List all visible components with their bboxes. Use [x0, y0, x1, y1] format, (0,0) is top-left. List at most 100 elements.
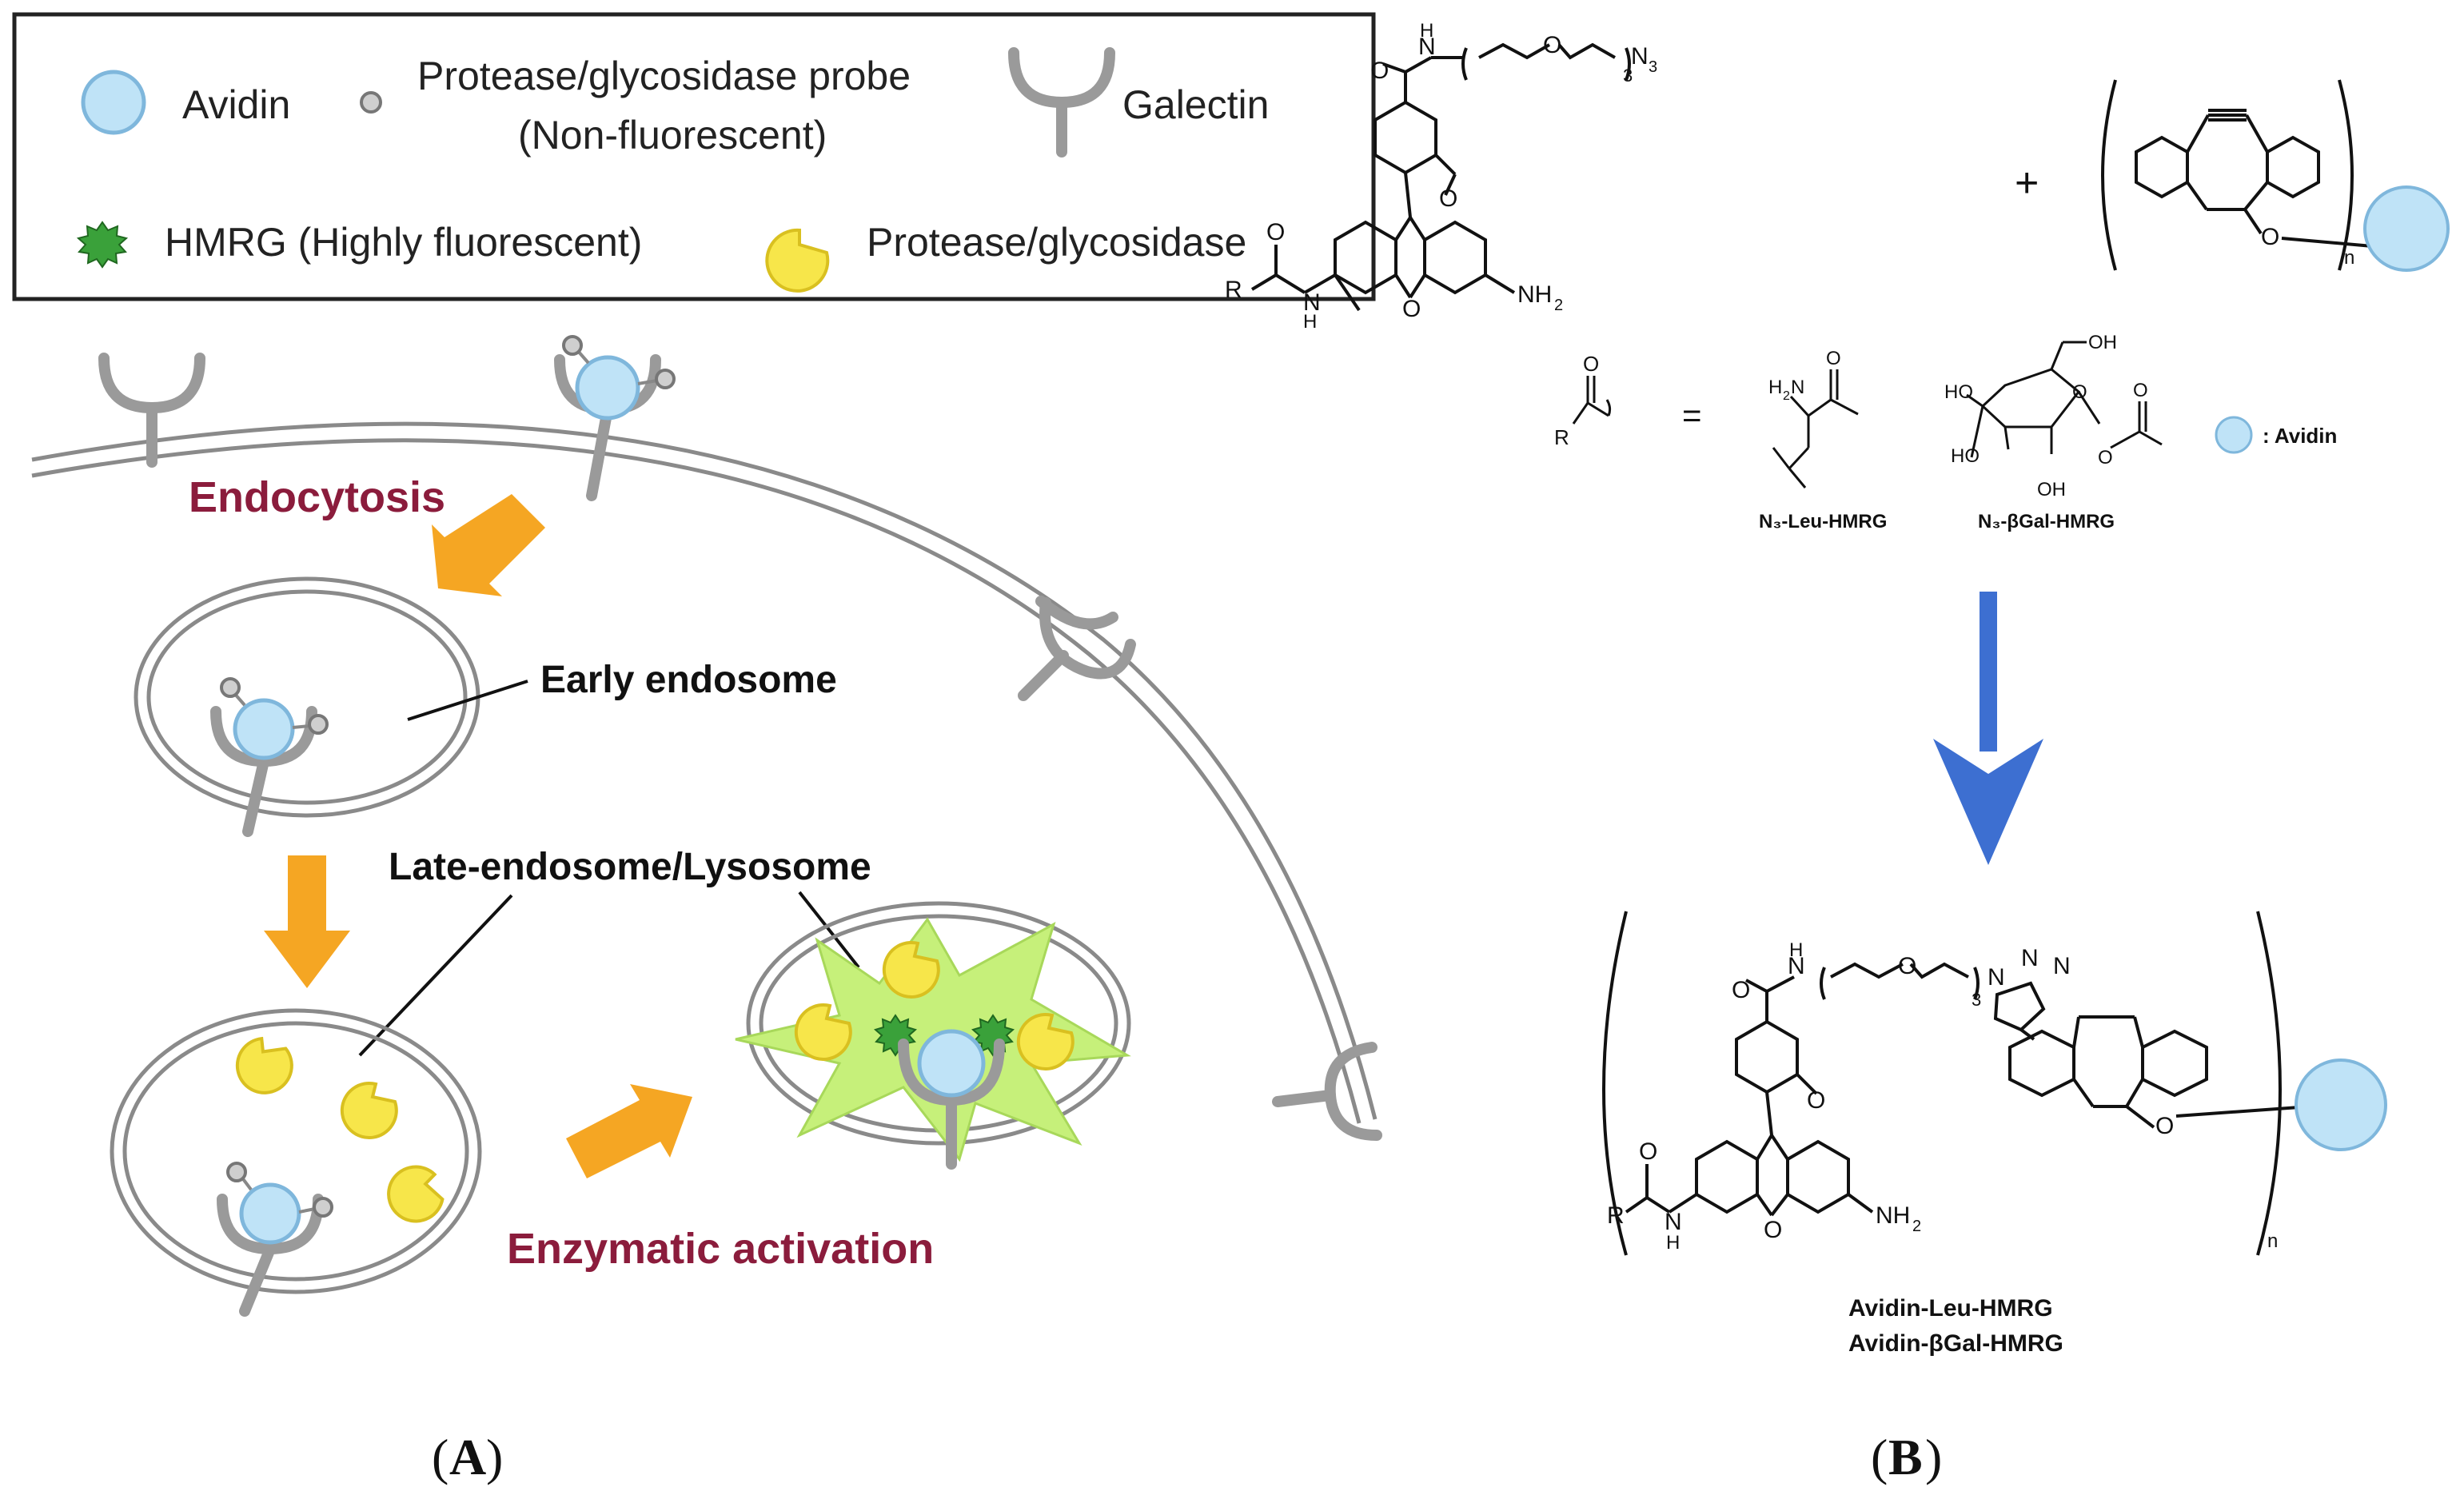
p-triazole-n2: N — [2021, 945, 2039, 971]
early-endosome — [134, 576, 480, 837]
legend-avidin-label: Avidin — [182, 82, 290, 127]
svg-text:): ) — [1925, 1429, 1942, 1485]
amine-nh: NH — [1517, 281, 1552, 308]
gal-name: N₃-βGal-HMRG — [1978, 511, 2115, 532]
enzyme-legend-icon — [765, 228, 830, 293]
svg-text:(: ( — [432, 1429, 449, 1485]
panel-b-letter: B — [1888, 1429, 1923, 1485]
gal-labels: OH HO HO OH O O O — [1944, 332, 2148, 500]
atom-o-peg: O — [1543, 32, 1561, 58]
atom-o-furan: O — [1439, 185, 1457, 212]
dbco-n: n — [2344, 247, 2354, 269]
avidin-key-label: : Avidin — [2263, 424, 2337, 448]
svg-text:): ) — [486, 1429, 503, 1485]
gal-ho-2: HO — [1951, 445, 1980, 467]
gal-glyco-o: O — [2098, 447, 2113, 468]
p-n: n — [2267, 1230, 2278, 1252]
cell-membrane — [31, 421, 1378, 1124]
panel-a-label: ( A ) — [432, 1429, 503, 1485]
leu-o: O — [1826, 348, 1841, 369]
legend-border — [12, 12, 1376, 301]
gal-structure — [1966, 341, 2163, 458]
dbco-structure — [2101, 79, 2391, 271]
late-endosome-label: Late-endosome/Lysosome — [389, 846, 871, 888]
probe-membrane-2 — [655, 369, 676, 389]
equals-sign: = — [1682, 397, 1702, 434]
r-def-r: R — [1554, 425, 1569, 449]
gal-ho-1: HO — [1944, 381, 1973, 403]
avidin-membrane — [575, 355, 640, 421]
p-r: R — [1607, 1202, 1625, 1229]
avidin-key-icon — [2215, 416, 2253, 454]
r-definition-labels: R O — [1554, 352, 1599, 449]
plus-sign: + — [2015, 160, 2039, 206]
enzyme-late-2 — [340, 1082, 398, 1139]
dbco-labels: O n — [2261, 224, 2354, 269]
product-labels: O N H O 3 N N N O O O R N H NH 2 O n — [1607, 939, 2278, 1254]
activation-arrow — [566, 1084, 692, 1178]
panel-b-label: ( B ) — [1871, 1429, 1942, 1485]
avidin-early — [233, 698, 295, 760]
late-endosome-pointer-1 — [358, 894, 513, 1057]
panel-a-letter: A — [449, 1429, 486, 1485]
product-name-2: Avidin-βGal-HMRG — [1848, 1330, 2063, 1357]
legend-box: Avidin Protease/glycosidase probe (Non-f… — [12, 12, 1376, 301]
galectin-on-membrane-2 — [1018, 596, 1136, 701]
legend-hmrg-label: HMRG (Highly fluorescent) — [165, 220, 642, 265]
hmrg-legend-icon — [76, 221, 129, 269]
enzyme-late-3 — [387, 1165, 445, 1223]
p-amide-h: H — [1789, 939, 1803, 961]
enzymatic-activation-label: Enzymatic activation — [507, 1225, 934, 1273]
p-furan-o: O — [1807, 1087, 1825, 1114]
leu-name: N₃-Leu-HMRG — [1759, 511, 1887, 532]
gal-carbonyl-o: O — [2133, 380, 2148, 401]
gal-oh-1: OH — [2088, 332, 2117, 353]
early-endosome-pointer — [407, 680, 528, 721]
atom-o-xanthene: O — [1402, 296, 1421, 322]
atom-r: R — [1225, 277, 1242, 303]
p-r-n: N — [1665, 1209, 1682, 1235]
p-triazole-n3: N — [2053, 953, 2071, 979]
late-endosome-pointer-2 — [798, 891, 860, 969]
legend-probe-line2: (Non-fluorescent) — [518, 113, 827, 157]
p-ether-o: O — [2155, 1113, 2174, 1139]
azide-sub: 3 — [1649, 58, 1657, 76]
avidin-late — [239, 1182, 301, 1245]
svg-text:(: ( — [1871, 1429, 1888, 1485]
atom-n-amide: N — [1418, 34, 1436, 60]
azide-n: N — [1631, 43, 1649, 70]
p-triazole-n1: N — [1988, 964, 2005, 991]
galectin-on-membrane-1 — [98, 353, 205, 468]
leu-n: N — [1791, 377, 1804, 398]
enzyme-lys-3 — [1016, 1013, 1075, 1070]
down-arrow — [264, 855, 350, 988]
early-endosome-label: Early endosome — [540, 659, 837, 701]
endocytosis-arrow — [432, 494, 545, 596]
endocytosis-label: Endocytosis — [189, 473, 445, 521]
atom-o-carbonyl: O — [1370, 58, 1389, 84]
p-carbonyl-o: O — [1732, 977, 1750, 1003]
leu-structure — [1772, 369, 1859, 488]
leu-h: H — [1768, 377, 1782, 398]
legend-probe-line1: Protease/glycosidase probe — [417, 54, 911, 98]
galectin-with-probe-membrane — [554, 335, 676, 501]
panel-a: Avidin Protease/glycosidase probe (Non-f… — [12, 12, 1382, 1485]
atom-h-r: H — [1303, 311, 1317, 333]
avidin-lys — [917, 1029, 986, 1098]
amine-sub: 2 — [1554, 297, 1563, 314]
probe-legend-icon — [360, 91, 382, 114]
dbco-o: O — [2261, 224, 2279, 250]
probe-membrane-1 — [562, 335, 583, 356]
r-definition — [1572, 376, 1612, 425]
activated-lysosome — [735, 901, 1131, 1170]
atom-h-amide: H — [1420, 20, 1433, 42]
gal-oh-2: OH — [2037, 479, 2066, 500]
atom-n-r: N — [1303, 289, 1321, 316]
reaction-arrow — [1933, 592, 2043, 865]
panel-b: O N H O 3 N 3 O O O R N H NH 2 + — [1225, 20, 2450, 1485]
enzyme-late-1 — [235, 1036, 293, 1094]
product-structure — [1602, 911, 2311, 1256]
leu-labels: H 2 N O — [1768, 348, 1841, 403]
product-name-1: Avidin-Leu-HMRG — [1848, 1295, 2053, 1322]
r-def-o: O — [1583, 352, 1599, 376]
